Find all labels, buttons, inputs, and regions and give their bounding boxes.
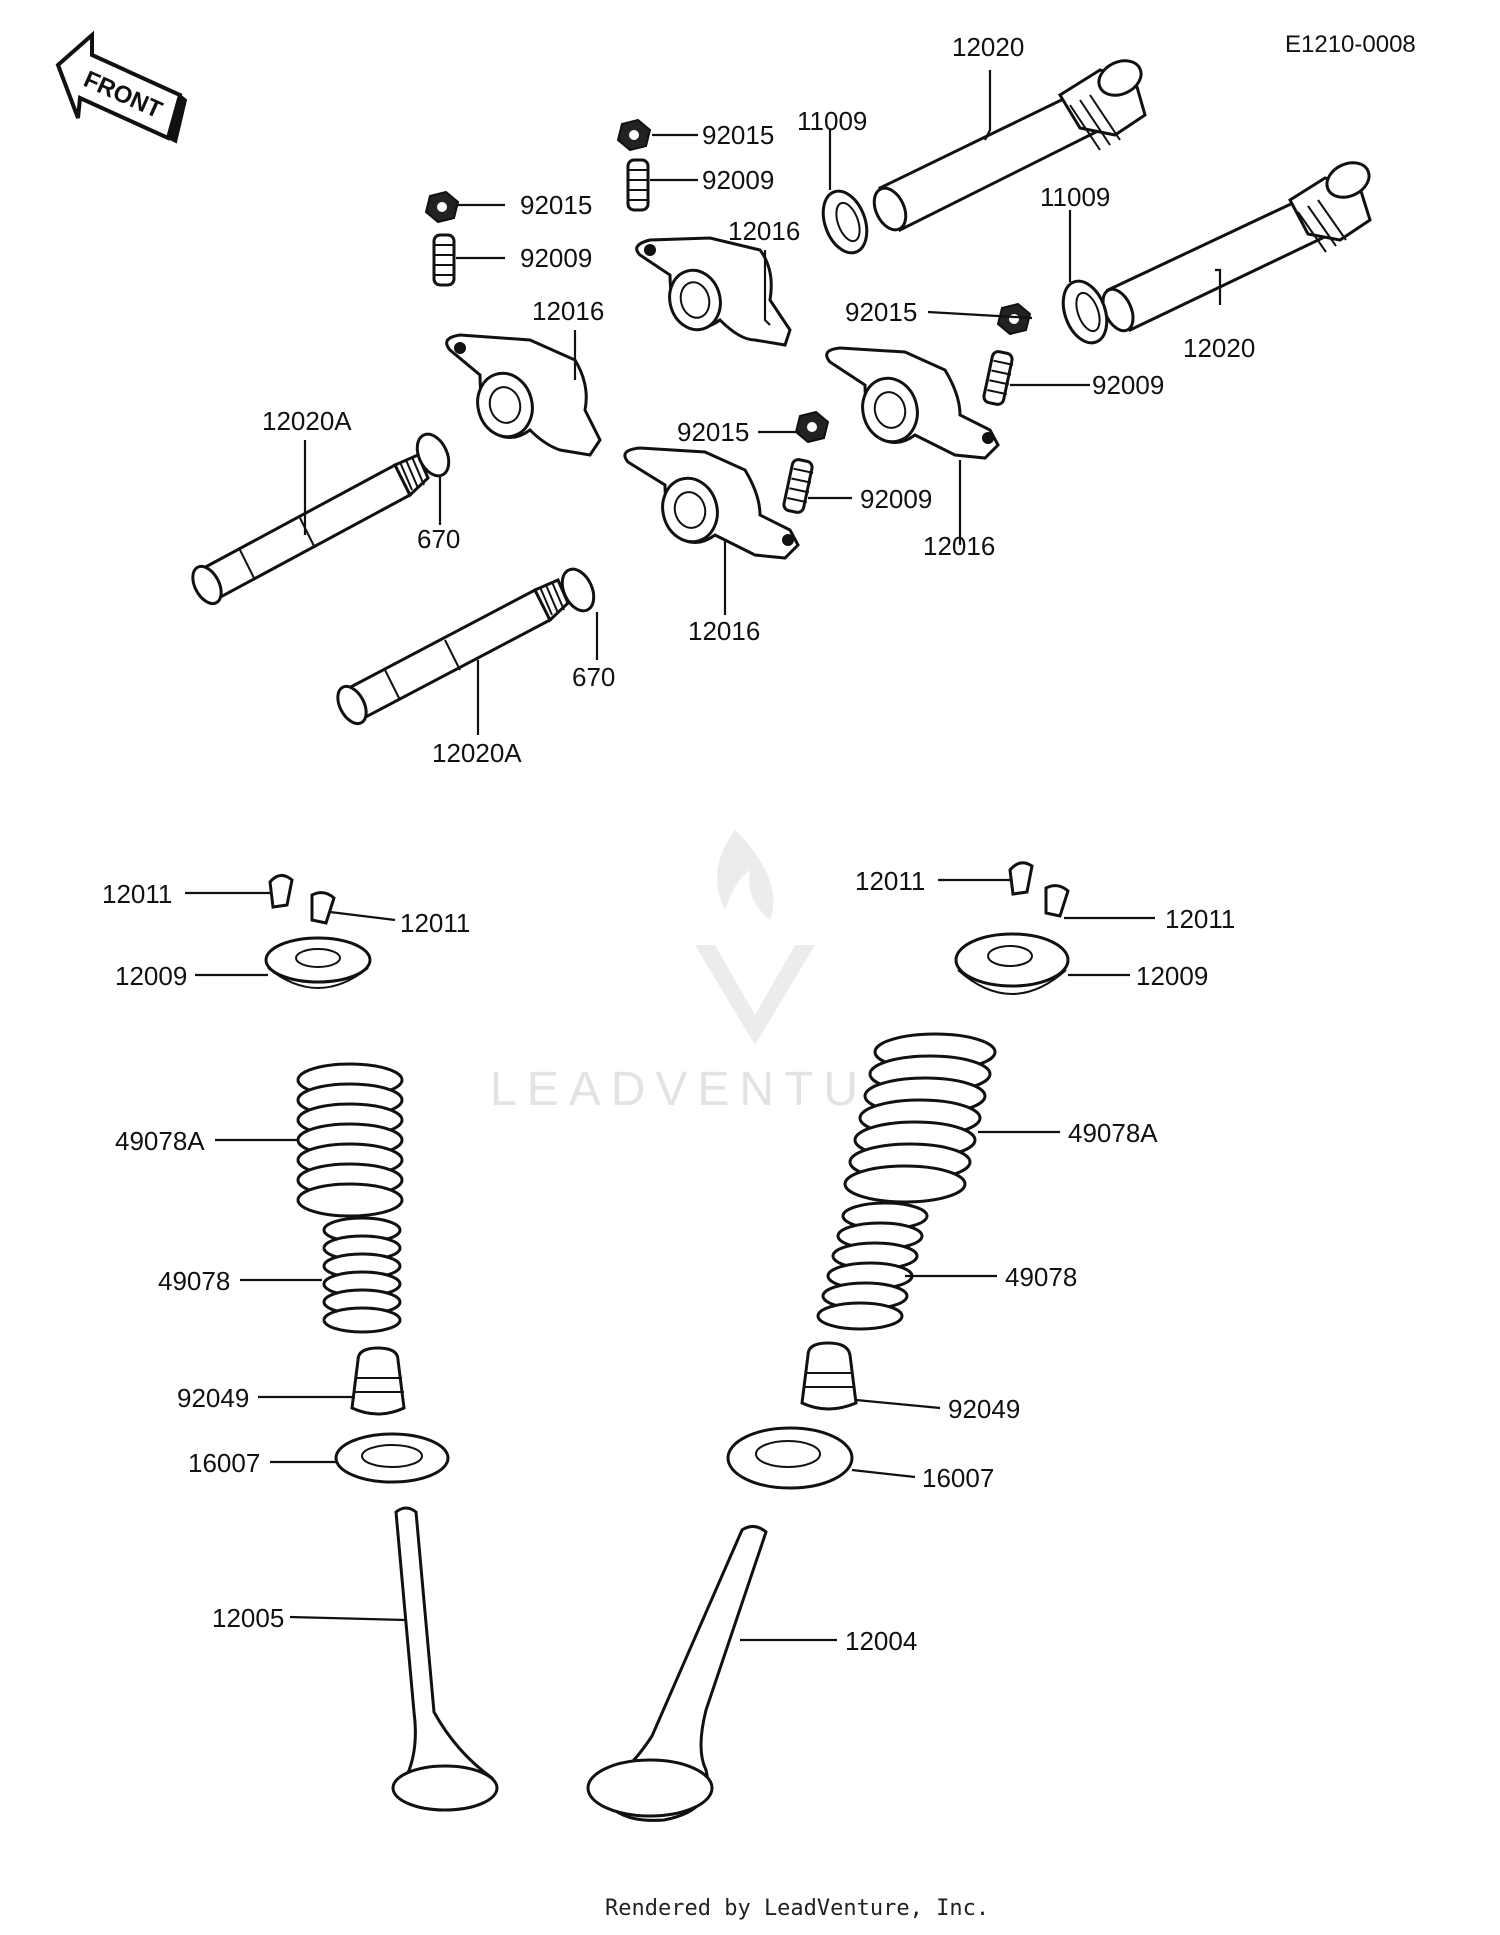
- label-49078A-l: 49078A: [115, 1126, 205, 1156]
- label-92009-d: 92009: [860, 484, 932, 514]
- seat-16007-r: [726, 1426, 854, 1490]
- label-92049-r: 92049: [948, 1394, 1020, 1424]
- label-12011-r1: 12011: [855, 866, 925, 896]
- spring-49078-l: [322, 1216, 402, 1334]
- valve-12004: [586, 1525, 768, 1822]
- washer-11009-b: [1061, 279, 1109, 345]
- seat-16007-l: [334, 1432, 450, 1484]
- label-12020A-b: 12020A: [432, 738, 522, 768]
- retainer-12009-l: [264, 936, 372, 984]
- washer-11009-a: [821, 189, 869, 255]
- rocker-shaft-12020-right: [1101, 161, 1372, 333]
- label-670-b: 670: [572, 662, 615, 692]
- label-12020-top: 12020: [952, 32, 1024, 62]
- rocker-arm-12016-d: [623, 446, 800, 560]
- retainer-12009-r: [954, 932, 1070, 988]
- nut-92015-b: [424, 190, 460, 224]
- label-12016-a: 12016: [728, 216, 800, 246]
- spring-49078A-r: [843, 1032, 997, 1204]
- valve-12005: [391, 1506, 499, 1812]
- rocker-shaft-12020-top: [872, 59, 1147, 233]
- label-92049-l: 92049: [177, 1383, 249, 1413]
- screw-92009-a: [626, 158, 650, 212]
- label-12009-r: 12009: [1136, 961, 1208, 991]
- nut-92015-d: [794, 410, 830, 444]
- rocker-arm-12016-c: [825, 346, 1000, 460]
- label-92009-a: 92009: [702, 165, 774, 195]
- label-12009-l: 12009: [115, 961, 187, 991]
- label-12016-b: 12016: [532, 296, 604, 326]
- label-49078A-r: 49078A: [1068, 1118, 1158, 1148]
- label-49078-r: 49078: [1005, 1262, 1077, 1292]
- collet-12011-r2: [1044, 884, 1070, 918]
- o-ring-670-a: [415, 432, 451, 478]
- label-12011-l2: 12011: [400, 908, 470, 938]
- label-92009-c: 92009: [1092, 370, 1164, 400]
- nut-92015-a: [616, 118, 652, 152]
- diagram-id: E1210-0008: [1285, 31, 1416, 58]
- label-16007-l: 16007: [188, 1448, 260, 1478]
- label-12005: 12005: [212, 1603, 284, 1633]
- label-12020A-a: 12020A: [262, 406, 352, 436]
- label-92015-d: 92015: [677, 417, 749, 447]
- nut-92015-c: [996, 302, 1032, 336]
- label-12011-r2: 12011: [1165, 904, 1235, 934]
- screw-92009-c: [982, 350, 1014, 406]
- rocker-shaft-12020A-b: [336, 578, 570, 726]
- spring-49078-r: [816, 1201, 929, 1331]
- label-12016-c: 12016: [923, 531, 995, 561]
- collet-12011-l1: [268, 874, 294, 909]
- label-92015-b: 92015: [520, 190, 592, 220]
- label-11009-b: 11009: [1040, 182, 1110, 212]
- rocker-shaft-12020A-a: [191, 453, 430, 606]
- label-12016-d: 12016: [688, 616, 760, 646]
- label-12020-right: 12020: [1183, 333, 1255, 363]
- footer-credit: Rendered by LeadVenture, Inc.: [605, 1896, 989, 1921]
- seal-92049-r: [800, 1341, 858, 1411]
- collet-12011-r1: [1008, 861, 1034, 896]
- front-arrow-icon: FRONT: [55, 30, 188, 144]
- screw-92009-d: [782, 458, 814, 514]
- screw-92009-b: [432, 233, 456, 287]
- collet-12011-l2: [310, 891, 336, 925]
- label-16007-r: 16007: [922, 1463, 994, 1493]
- valve-assembly-right: [586, 861, 1070, 1822]
- label-12004: 12004: [845, 1626, 917, 1656]
- label-670-a: 670: [417, 524, 460, 554]
- label-11009-a: 11009: [797, 106, 867, 136]
- rocker-arm-12016-b: [445, 333, 602, 457]
- label-92015-c: 92015: [845, 297, 917, 327]
- leader-lines: [185, 70, 1222, 1642]
- valve-assembly-left: [264, 874, 499, 1812]
- label-92009-b: 92009: [520, 243, 592, 273]
- label-12011-l1: 12011: [102, 879, 172, 909]
- label-92015-a: 92015: [702, 120, 774, 150]
- rocker-arm-12016-a: [635, 236, 792, 347]
- seal-92049-l: [350, 1346, 406, 1416]
- o-ring-670-b: [560, 567, 596, 613]
- part-labels: 12020 12020 11009 11009 92015 92009 9201…: [102, 32, 1255, 1656]
- label-49078-l: 49078: [158, 1266, 230, 1296]
- spring-49078A-l: [296, 1062, 404, 1218]
